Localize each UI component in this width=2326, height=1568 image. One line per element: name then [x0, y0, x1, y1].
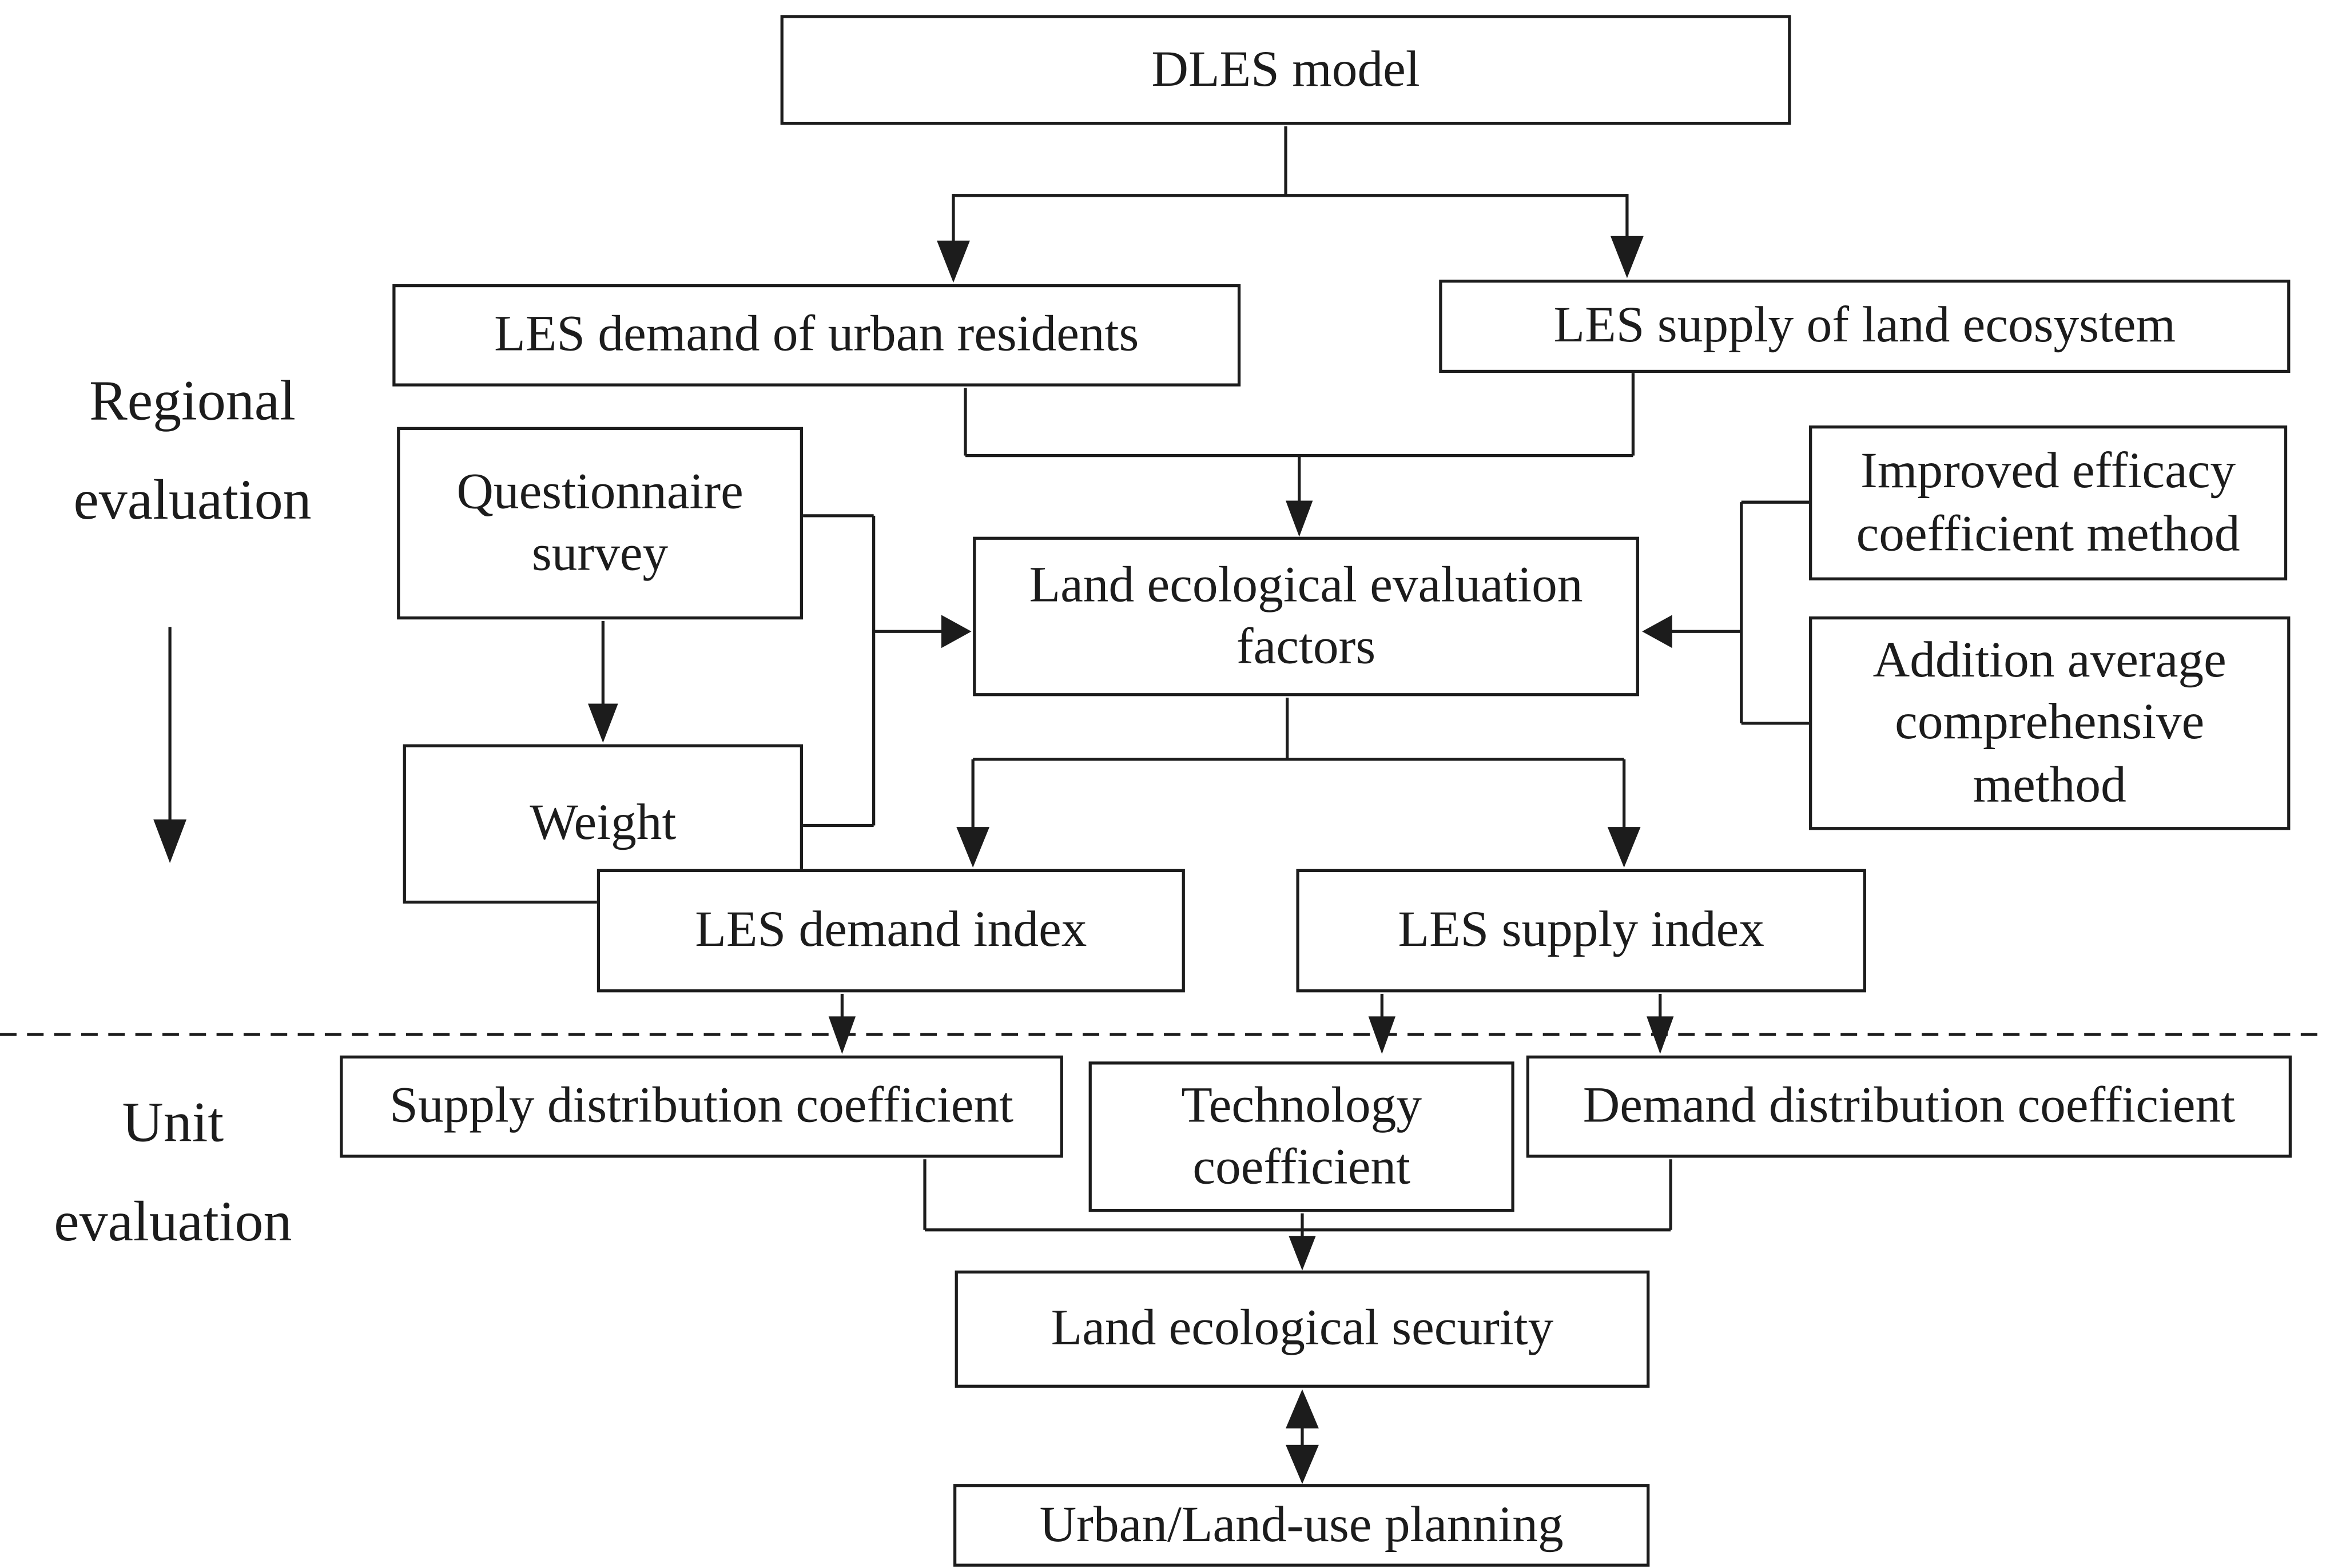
section-label-regional: Regional evaluation: [42, 373, 343, 529]
arrowhead-to-supply-dist: [828, 1016, 856, 1054]
node-dles-model-label: DLES model: [1151, 42, 1420, 98]
node-supply-dist-coeff: Supply distribution coefficient: [340, 1055, 1063, 1158]
arrowhead-to-planning-down: [1286, 1444, 1319, 1485]
node-land-eco-security-label: Land ecological security: [1051, 1301, 1554, 1357]
section-label-regional-line2: evaluation: [73, 469, 312, 532]
node-les-demand: LES demand of urban residents: [392, 284, 1241, 387]
node-supply-index-label: LES supply index: [1398, 902, 1765, 958]
arrowhead-to-supply-index: [1607, 827, 1641, 868]
arrowhead-to-demand-dist: [1647, 1016, 1674, 1054]
node-eval-factors: Land ecological evaluation factors: [973, 536, 1639, 697]
node-technology-coeff: Technology coefficient: [1088, 1061, 1514, 1212]
arrowhead-into-factors-right: [1642, 615, 1672, 648]
arrowhead-to-weight: [588, 703, 618, 743]
arrowhead-to-demand-index: [956, 827, 990, 868]
node-les-supply-label: LES supply of land ecosystem: [1553, 298, 2176, 354]
node-demand-index: LES demand index: [597, 869, 1185, 993]
node-addition-average-label: Addition average comprehensive method: [1872, 632, 2226, 813]
node-addition-average: Addition average comprehensive method: [1809, 616, 2291, 830]
node-demand-dist-coeff-label: Demand distribution coefficient: [1583, 1078, 2236, 1135]
section-label-unit: Unit evaluation: [22, 1095, 323, 1251]
node-questionnaire-survey: Questionnaire survey: [397, 427, 804, 620]
node-urban-planning: Urban/Land-use planning: [953, 1484, 1650, 1567]
arrowhead-regional-axis: [153, 819, 187, 863]
arrowhead-to-les-supply: [1610, 236, 1644, 278]
arrowhead-into-factors-left: [941, 615, 972, 648]
arrowhead-to-technology: [1368, 1016, 1395, 1054]
node-demand-index-label: LES demand index: [695, 902, 1087, 958]
node-les-supply: LES supply of land ecosystem: [1439, 280, 2291, 373]
section-label-unit-line1: Unit: [122, 1091, 224, 1155]
node-weight-label: Weight: [530, 795, 677, 851]
node-eval-factors-label: Land ecological evaluation factors: [1029, 557, 1583, 675]
node-supply-dist-coeff-label: Supply distribution coefficient: [389, 1078, 1013, 1135]
section-label-regional-line1: Regional: [89, 369, 296, 433]
arrowhead-to-security: [1289, 1236, 1316, 1271]
node-questionnaire-survey-label: Questionnaire survey: [456, 464, 743, 582]
arrowhead-to-security-up: [1286, 1389, 1319, 1428]
node-les-demand-label: LES demand of urban residents: [494, 307, 1139, 363]
node-technology-coeff-label: Technology coefficient: [1181, 1077, 1422, 1196]
node-dles-model: DLES model: [780, 15, 1791, 125]
arrowhead-to-les-demand: [937, 240, 970, 283]
node-improved-efficacy: Improved efficacy coefficient method: [1809, 425, 2288, 580]
arrowhead-to-factors-top: [1286, 500, 1313, 537]
node-supply-index: LES supply index: [1296, 869, 1866, 993]
node-land-eco-security: Land ecological security: [955, 1270, 1650, 1388]
section-label-unit-line2: evaluation: [54, 1191, 292, 1254]
node-improved-efficacy-label: Improved efficacy coefficient method: [1856, 443, 2240, 562]
node-urban-planning-label: Urban/Land-use planning: [1039, 1497, 1564, 1553]
node-demand-dist-coeff: Demand distribution coefficient: [1526, 1055, 2292, 1158]
